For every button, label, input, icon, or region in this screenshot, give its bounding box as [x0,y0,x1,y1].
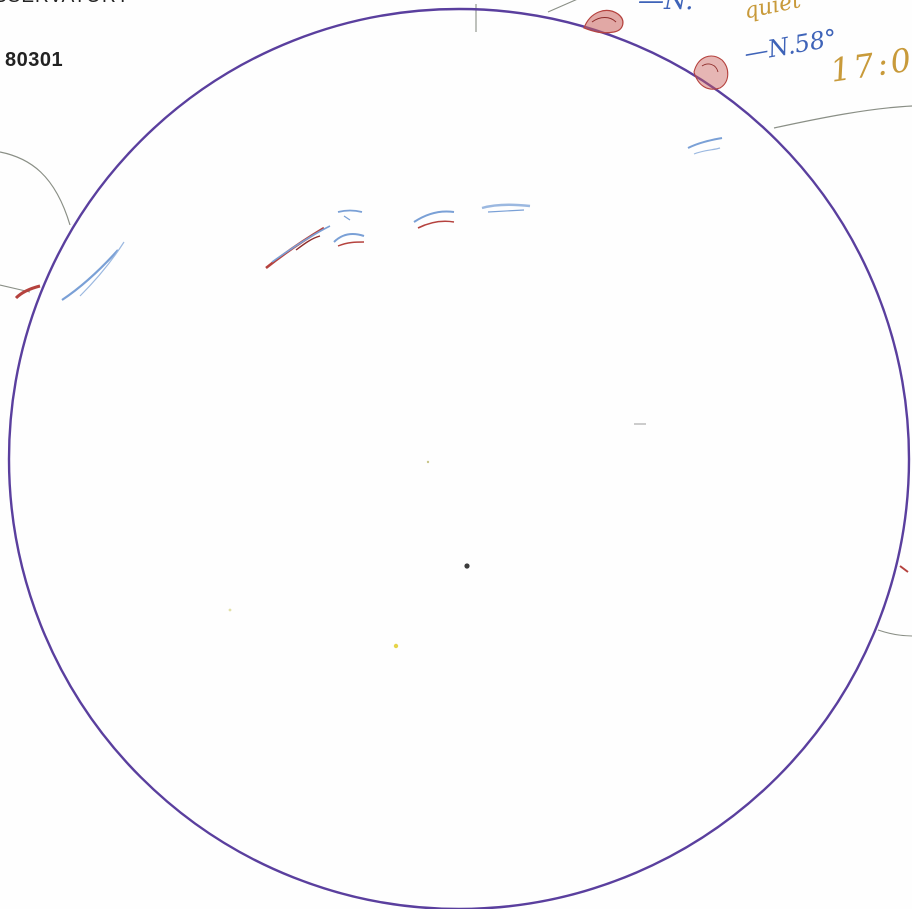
faint-dot-a [426,460,430,464]
leader-line-left-upper [0,151,71,226]
leader-line-right-upper [773,105,912,129]
filament-band-b [333,233,365,247]
filament-band-c [337,209,363,221]
leader-line-top-right [547,0,577,13]
filament-band-a [265,225,331,270]
filament-left [61,241,125,301]
filament-band-e [481,203,531,213]
plage-dot-yellow [393,643,399,649]
filament-upper-right [687,137,723,155]
prominence-right-upper [693,55,729,90]
sunspot-dot [464,563,470,569]
prominence-east-limb [899,565,909,573]
prominence-west-limb [14,284,41,300]
sheet-code: 80301 [5,49,64,71]
prominence-top-right [583,9,624,34]
leader-line-right-lower [877,629,912,637]
solar-disk-outline [7,7,911,909]
observatory-title: BSERVATORY [0,0,130,8]
faint-dot-b [228,608,232,612]
annotation-top: —N. [638,0,694,16]
filament-band-d [413,210,455,229]
